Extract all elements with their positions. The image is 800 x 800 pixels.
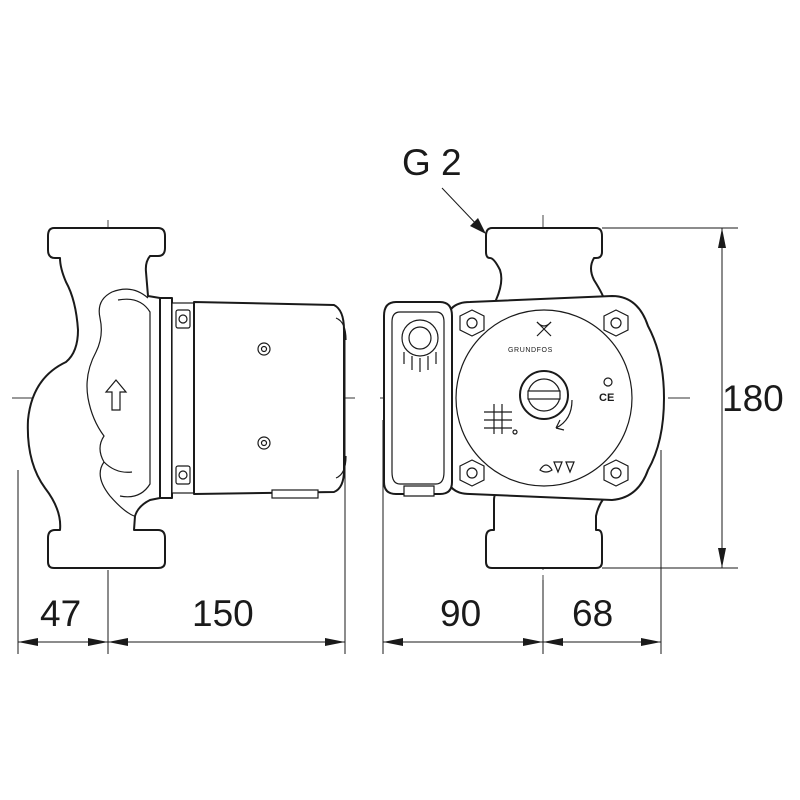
side-housing [26,227,166,569]
pump-front-view: GRUNDFOS CE [383,187,665,569]
side-flange-inner [171,302,195,494]
volute-inner-rib [117,298,151,498]
svg-text:CE: CE [599,392,614,404]
side-flange-plate [159,297,173,499]
cable-gland-inner [408,326,432,350]
side-screw-bottom-inner [260,439,268,447]
speed-setting-icon [484,404,518,435]
side-flange-bolts [175,309,191,485]
cable-gland-ribs [403,352,437,372]
dimension-label-180: 180 [722,378,784,419]
rotation-direction-arrow-icon [555,399,573,431]
flow-direction-arrow-icon [104,379,128,411]
dimension-lines [17,227,738,654]
side-terminal-foot [271,489,319,499]
front-hub-slot [527,390,561,400]
dimension-label-90: 90 [440,593,481,634]
front-housing-bolts [459,309,629,487]
connection-thread-label: G 2 [402,142,462,183]
terminal-box-bottom-tab [403,485,435,497]
connection-leader-arrow [470,218,486,234]
volute-contour [86,288,149,517]
side-motor-rear-cap [335,317,347,479]
cable-gland [401,319,439,357]
side-motor-body [193,301,345,495]
terminal-box-inner [391,311,445,485]
dimension-label-68: 68 [572,593,613,634]
ce-mark-icon: CE [599,377,614,404]
approval-symbols-icon [539,461,575,474]
terminal-box [383,301,453,495]
pump-side-view [26,227,347,569]
dimension-label-47: 47 [40,593,81,634]
brand-logo-icon [536,321,552,337]
brand-wordmark: GRUNDFOS [508,347,553,354]
side-screw-bottom [257,436,271,450]
dimension-labels: 47 150 90 68 180 G 2 [40,142,784,634]
dimension-label-150: 150 [192,593,254,634]
connection-leader-line [441,187,481,229]
side-screw-top [257,342,271,356]
side-screw-top-inner [260,345,268,353]
